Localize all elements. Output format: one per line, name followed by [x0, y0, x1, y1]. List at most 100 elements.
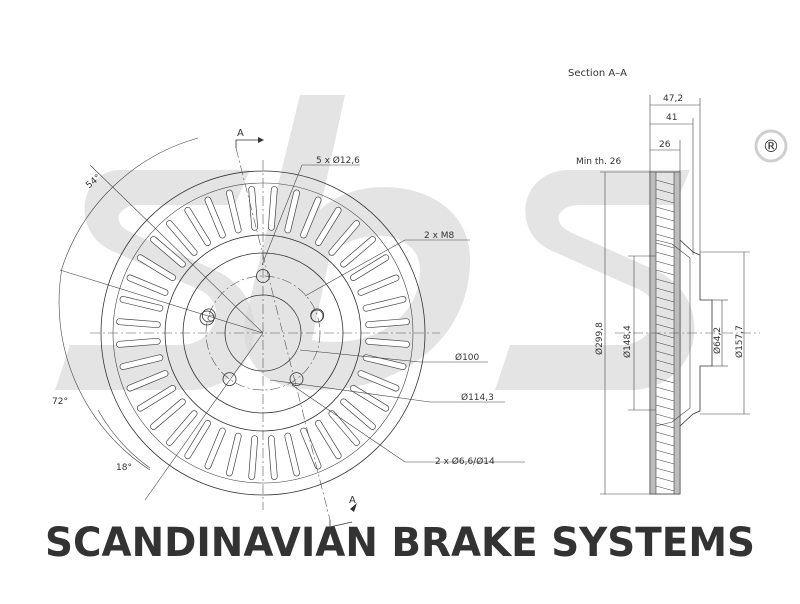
vent-slot [126, 370, 169, 392]
dim-64-2: Ø64,2 [712, 327, 723, 354]
section-vane [655, 251, 675, 258]
vent-slot [248, 435, 259, 480]
disc-front-view [90, 160, 440, 510]
vent-slot [340, 398, 376, 430]
threads-callout: 2 x M8 [424, 231, 455, 241]
dim-47-2: 47,2 [663, 94, 683, 104]
vent-slot [116, 337, 161, 348]
dim-41: 41 [666, 113, 677, 123]
angle-72-label: 72° [52, 397, 68, 407]
section-vane [655, 206, 675, 213]
vent-slot [284, 432, 300, 477]
vent-slot [226, 189, 242, 234]
angle-18-label: 18° [116, 463, 132, 473]
section-vane [655, 422, 675, 429]
vent-slot [284, 189, 300, 234]
bolt-hole [289, 372, 304, 387]
section-vane [655, 323, 675, 330]
front-callouts: 5 x Ø12,6 2 x M8 Ø100 Ø114,3 2 x Ø6,6/Ø1… [261, 155, 525, 467]
vent-slot [267, 435, 278, 480]
vent-slot [166, 220, 198, 256]
vent-slot [150, 398, 186, 430]
bolt-hole [222, 372, 237, 387]
vent-slot [150, 236, 186, 268]
section-vane [655, 188, 675, 195]
section-vane [655, 242, 675, 249]
min-thickness: Min th. 26 [576, 157, 622, 167]
section-vane [655, 269, 675, 276]
registered-mark: ® [763, 137, 780, 157]
vent-slot [126, 274, 169, 296]
section-vane [655, 377, 675, 384]
vent-slot [166, 410, 198, 446]
section-vane [655, 332, 675, 339]
vent-slot [328, 220, 360, 256]
section-vane [655, 440, 675, 447]
section-vane [655, 368, 675, 375]
vent-slot [119, 296, 164, 312]
section-vane [655, 476, 675, 483]
section-vane [655, 359, 675, 366]
section-vane [655, 386, 675, 393]
section-vane [655, 314, 675, 321]
section-vane [655, 296, 675, 303]
vent-slot [116, 318, 161, 329]
sbs-logo-watermark: ® [55, 95, 788, 390]
section-vane [655, 287, 675, 294]
vent-slot [340, 236, 376, 268]
section-vanes [655, 179, 675, 492]
section-vane [655, 449, 675, 456]
aux-hole-2 [310, 309, 324, 323]
pilot-callout: Ø100 [455, 352, 480, 363]
section-vane [655, 467, 675, 474]
section-vane [655, 341, 675, 348]
section-marker-top: A [237, 128, 244, 139]
vent-slot [357, 274, 400, 296]
section-vane [655, 197, 675, 204]
vent-slot [136, 385, 176, 412]
vent-slot [300, 427, 322, 470]
vent-slot [350, 385, 390, 412]
section-vane [655, 431, 675, 438]
vent-slot [300, 196, 322, 239]
aux-holes-callout: 2 x Ø6,6/Ø14 [435, 456, 495, 467]
section-vane [655, 260, 675, 267]
section-vane [655, 179, 675, 186]
vent-slot [119, 354, 164, 370]
section-view: Section A–A 47,2 41 26 Min th. 26 Ø299,8… [568, 68, 760, 495]
section-vane [655, 404, 675, 411]
vent-slot [267, 186, 278, 231]
vent-slot [248, 186, 259, 231]
section-vane [655, 458, 675, 465]
vent-slot [362, 296, 407, 312]
vent-slot [362, 354, 407, 370]
vent-slot [226, 432, 242, 477]
bolt-holes-callout: 5 x Ø12,6 [316, 155, 360, 166]
section-vane [655, 278, 675, 285]
section-vane [655, 485, 675, 492]
dim-148-4: Ø148,4 [622, 325, 633, 358]
section-marker-bottom: A [349, 495, 356, 506]
section-vane [655, 233, 675, 240]
vent-slot [357, 370, 400, 392]
section-vane [655, 215, 675, 222]
section-vane [655, 413, 675, 420]
vent-slot [315, 420, 342, 460]
section-cut-line: A A [235, 128, 357, 528]
disc-outer-edge [100, 170, 426, 496]
brand-watermark-text: SCANDINAVIAN BRAKE SYSTEMS [45, 520, 755, 566]
section-vane [655, 350, 675, 357]
bolt-hole [201, 308, 216, 323]
dim-outer-diameter: Ø299,8 [594, 322, 605, 355]
vent-slot [204, 196, 226, 239]
vent-slot [315, 206, 342, 246]
section-vane [655, 224, 675, 231]
vent-slot [136, 254, 176, 281]
dim-157-7: Ø157,7 [734, 325, 745, 358]
vent-slot [365, 337, 410, 348]
vent-slot [350, 254, 390, 281]
pcd-callout: Ø114,3 [461, 392, 494, 403]
vent-slot [184, 206, 211, 246]
